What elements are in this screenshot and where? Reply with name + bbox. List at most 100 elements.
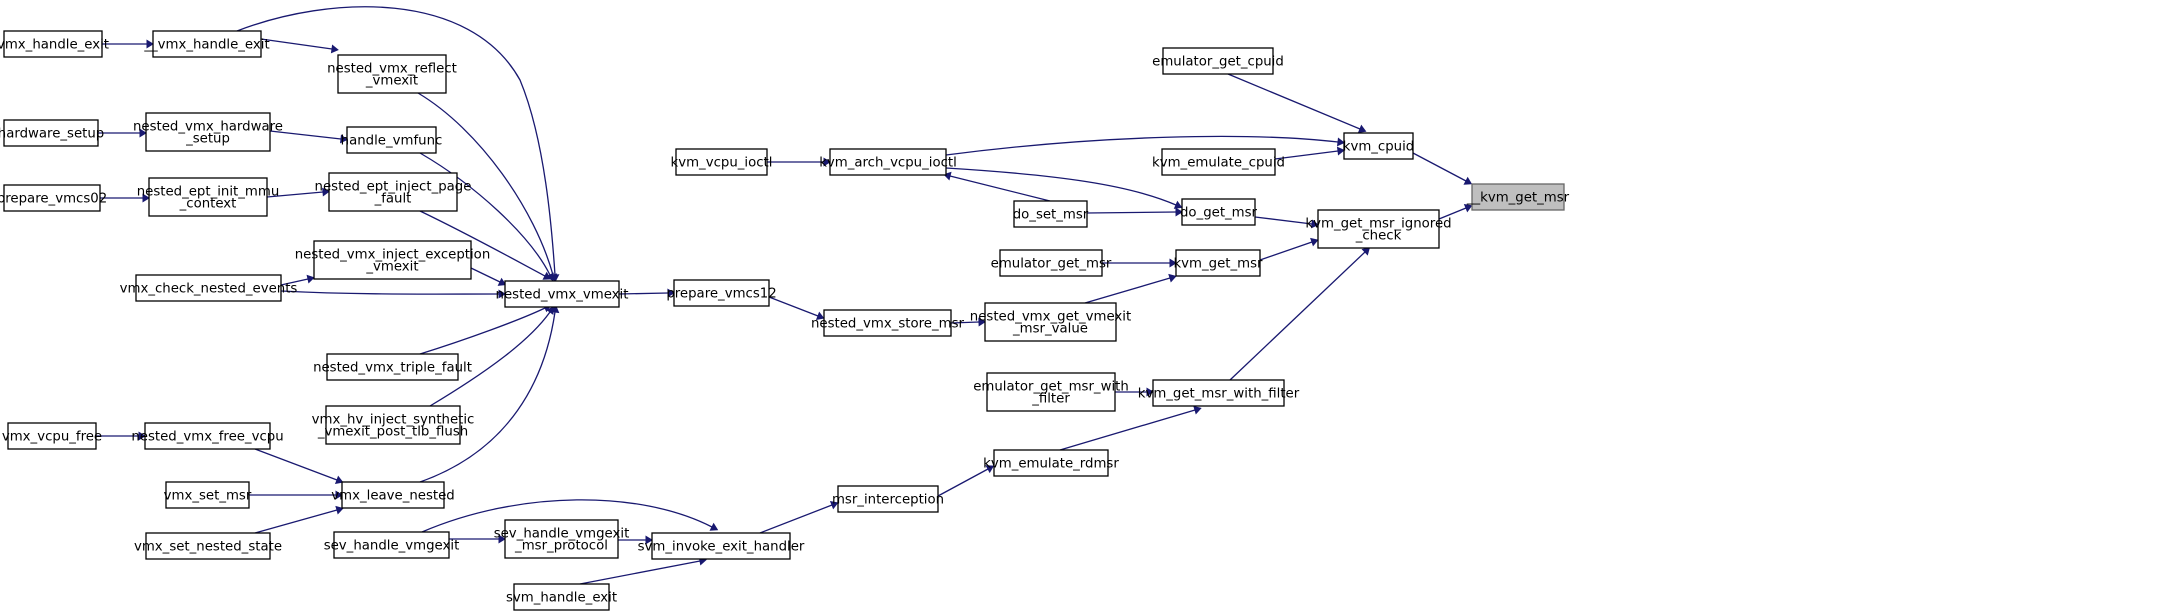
- node-vmx-hv-inject-synthetic-vmexit-post-tlb-flush[interactable]: vmx_hv_inject_synthetic_vmexit_post_tlb_…: [312, 405, 475, 445]
- arrowhead-icon: [1175, 207, 1183, 217]
- edge-line: [280, 290, 500, 295]
- node-kvm-vcpu-ioctl[interactable]: kvm_vcpu_ioctl: [671, 148, 773, 176]
- node-nested-vmx-hardware-setup[interactable]: nested_vmx_hardware_setup: [133, 112, 283, 152]
- edge-line: [1412, 152, 1467, 182]
- node-vmx-vcpu-free[interactable]: vmx_vcpu_free: [2, 422, 102, 450]
- edge-line: [950, 321, 980, 324]
- arrowhead-icon: [1463, 204, 1473, 213]
- node-box: [651, 532, 791, 560]
- node-label: prepare_vmcs02: [0, 192, 107, 207]
- node-kvm-emulate-cpuid[interactable]: kvm_emulate_cpuid: [1152, 148, 1285, 176]
- node-box: [328, 172, 458, 212]
- arrowhead-icon: [829, 501, 839, 510]
- arrowhead-icon: [335, 490, 343, 500]
- node-sev-handle-vmgexit-msr-protocol[interactable]: sev_handle_vmgexit_msr_protocol: [494, 519, 630, 559]
- node-vmx-check-nested-events[interactable]: vmx_check_nested_events: [120, 274, 298, 302]
- edge-line: [1438, 207, 1467, 220]
- edge-line: [945, 167, 1177, 206]
- node-hardware-setup[interactable]: hardware_setup: [0, 119, 104, 147]
- node-vmx-leave-nested[interactable]: vmx_leave_nested: [331, 481, 455, 509]
- edge-line: [949, 175, 1051, 202]
- arrowhead-icon: [1146, 387, 1154, 397]
- node-label: emulator_get_msr_with: [973, 380, 1129, 395]
- node-label: nested_vmx_get_vmexit: [970, 310, 1131, 325]
- edge-kvm_arch_vcpu_ioctl-to-do_get_msr: [945, 167, 1183, 209]
- edge-vmx_check_nested_events-to-nested_vmx_vmexit: [280, 289, 506, 299]
- node-emulator-get-msr[interactable]: emulator_get_msr: [991, 249, 1112, 277]
- edge-kvm_get_msr-to-kvm_get_msr_ignored_check: [1259, 237, 1319, 261]
- node-prepare-vmcs02[interactable]: prepare_vmcs02: [0, 184, 107, 212]
- node-label: svm_invoke_exit_handler: [638, 540, 805, 555]
- node-box: [504, 280, 620, 308]
- edge-line: [1254, 216, 1313, 225]
- node-svm-invoke-exit-handler[interactable]: svm_invoke_exit_handler: [638, 532, 805, 560]
- arrowhead-icon: [550, 305, 560, 314]
- node-label: emulator_get_cpuid: [1152, 55, 1284, 70]
- node-kvm-get-msr[interactable]: kvm_get_msr: [1173, 249, 1263, 277]
- arrowhead-icon: [498, 534, 506, 544]
- node-nested-vmx-free-vcpu[interactable]: nested_vmx_free_vcpu: [131, 422, 284, 450]
- node-nested-vmx-triple-fault[interactable]: nested_vmx_triple_fault: [313, 353, 472, 381]
- node-box: [313, 240, 472, 280]
- node-label: _vmexit: [365, 260, 418, 275]
- edge-line: [1259, 241, 1313, 261]
- edge-emulator_get_msr-to-kvm_get_msr: [1102, 258, 1177, 268]
- node-label: _fault: [374, 192, 412, 207]
- node-label: kvm_get_msr_with_filter: [1138, 387, 1300, 402]
- node-do-get-msr[interactable]: do_get_msr: [1180, 198, 1258, 226]
- edge-line: [266, 191, 324, 198]
- arrowhead-icon: [330, 44, 339, 54]
- node-nested-vmx-vmexit[interactable]: nested_vmx_vmexit: [496, 280, 629, 308]
- node-emulator-get-msr-with-filter[interactable]: emulator_get_msr_with_filter: [973, 372, 1129, 412]
- edge-line: [269, 130, 342, 140]
- edge-vmx_set_nested_state-to-vmx_leave_nested: [254, 505, 344, 534]
- edge-svm_handle_exit-to-svm_invoke_exit_handler: [579, 556, 707, 585]
- node-vmx-handle-exit[interactable]: vmx_handle_exit: [0, 30, 109, 58]
- node-nested-vmx-inject-exception-vmexit[interactable]: nested_vmx_inject_exception_vmexit: [295, 240, 491, 280]
- node-nested-vmx-reflect-vmexit[interactable]: nested_vmx_reflect_vmexit: [327, 54, 457, 94]
- node-kvm-arch-vcpu-ioctl[interactable]: kvm_arch_vcpu_ioctl: [819, 148, 957, 176]
- node-box: [993, 449, 1109, 477]
- node-box: [1161, 148, 1276, 176]
- node-label: _vmexit: [365, 74, 418, 89]
- edge-line: [470, 267, 501, 283]
- node-label: nested_ept_inject_page: [315, 180, 472, 195]
- node-label: vmx_set_msr: [164, 489, 252, 504]
- node-label: vmx_handle_exit: [0, 38, 109, 53]
- node-nested-vmx-get-vmexit-msr-value[interactable]: nested_vmx_get_vmexit_msr_value: [970, 302, 1131, 342]
- node-svm-handle-exit[interactable]: svm_handle_exit: [506, 583, 617, 611]
- arrowhead-icon: [1168, 273, 1177, 283]
- node-handle-vmfunc[interactable]: handle_vmfunc: [341, 126, 443, 154]
- node-label: prepare_vmcs12: [666, 287, 776, 302]
- node-do-set-msr[interactable]: do_set_msr: [1013, 200, 1089, 228]
- node-box: [1343, 132, 1414, 160]
- arrowhead-icon: [1310, 237, 1319, 247]
- node-msr-interception[interactable]: msr_interception: [832, 485, 944, 513]
- node-label: __vmx_handle_exit: [143, 38, 269, 53]
- node-emulator-get-cpuid[interactable]: emulator_get_cpuid: [1152, 47, 1284, 75]
- node-kvm-cpuid[interactable]: kvm_cpuid: [1343, 132, 1414, 160]
- arrowhead-icon: [1336, 137, 1345, 147]
- edge-line: [1227, 73, 1361, 130]
- node-sev-handle-vmgexit[interactable]: sev_handle_vmgexit: [324, 531, 460, 559]
- node-nested-vmx-store-msr[interactable]: nested_vmx_store_msr: [811, 309, 965, 337]
- node-label: _vmexit_post_tlb_flush: [317, 425, 468, 440]
- node-nested-ept-init-mmu-context[interactable]: nested_ept_init_mmu_context: [137, 177, 280, 217]
- node-vmx-handle-exit[interactable]: __vmx_handle_exit: [143, 30, 270, 58]
- node-kvm-emulate-rdmsr[interactable]: kvm_emulate_rdmsr: [983, 449, 1119, 477]
- node-label: hardware_setup: [0, 127, 104, 142]
- node-vmx-set-nested-state[interactable]: vmx_set_nested_state: [134, 532, 282, 560]
- node-label: do_set_msr: [1013, 208, 1089, 223]
- node-box: [333, 531, 450, 559]
- node-kvm-get-msr-ignored-check[interactable]: kvm_get_msr_ignored_check: [1305, 209, 1452, 249]
- node-box: [3, 30, 103, 58]
- node-label: nested_vmx_store_msr: [811, 317, 965, 332]
- edge-prepare_vmcs02-to-nested_ept_init_mmu_context: [100, 193, 150, 203]
- node-box: [1152, 379, 1285, 407]
- arrowhead-icon: [1463, 176, 1473, 185]
- node-vmx-set-msr[interactable]: vmx_set_msr: [164, 481, 252, 509]
- node-kvm-get-msr-with-filter[interactable]: kvm_get_msr_with_filter: [1138, 379, 1300, 407]
- node-nested-ept-inject-page-fault[interactable]: nested_ept_inject_page_fault: [315, 172, 472, 212]
- node-kvm-get-msr[interactable]: __kvm_get_msr: [1466, 183, 1570, 211]
- node-prepare-vmcs12[interactable]: prepare_vmcs12: [666, 279, 777, 307]
